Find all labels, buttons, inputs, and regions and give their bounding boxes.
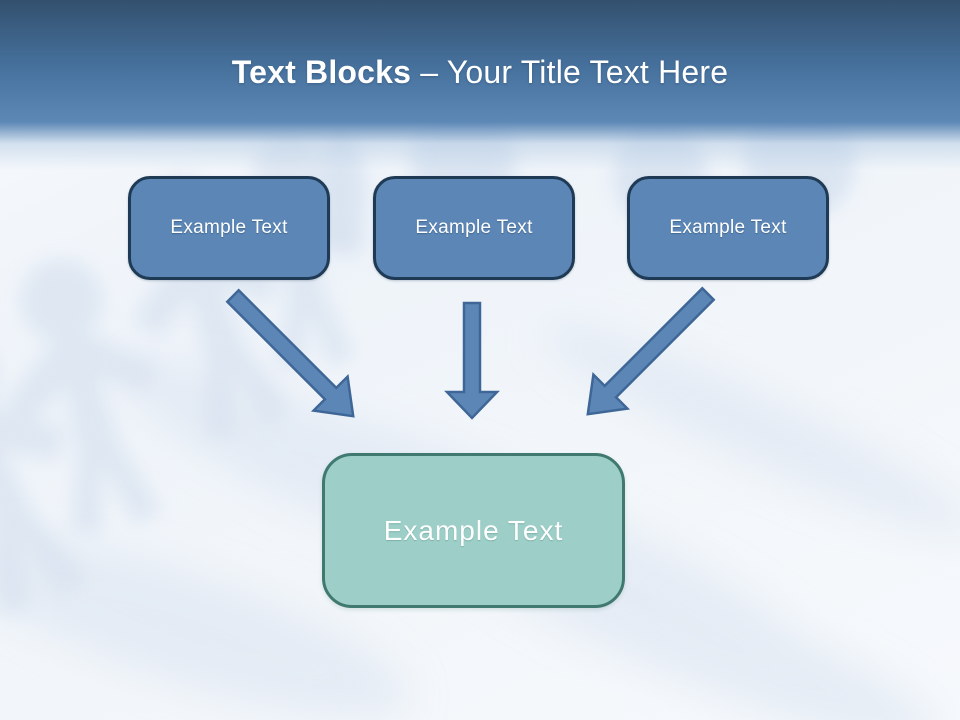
arrow-down-icon — [444, 301, 500, 420]
target-box: Example Text — [322, 453, 625, 608]
target-box-label: Example Text — [383, 514, 564, 546]
arrow-down-right-icon — [225, 288, 355, 418]
source-box-2: Example Text — [373, 176, 575, 280]
source-box-1-label: Example Text — [170, 217, 288, 238]
title-band — [0, 0, 960, 122]
page-title-bold: Text Blocks — [231, 54, 412, 90]
page-title-rest: – Your Title Text Here — [411, 54, 729, 90]
source-box-3-label: Example Text — [669, 217, 787, 238]
source-box-3: Example Text — [627, 176, 829, 280]
page-title: Text Blocks – Your Title Text Here — [0, 52, 960, 92]
source-box-1: Example Text — [128, 176, 330, 280]
source-box-2-label: Example Text — [415, 217, 533, 238]
arrow-down-left-icon — [586, 286, 716, 416]
title-band-fade — [0, 122, 960, 170]
